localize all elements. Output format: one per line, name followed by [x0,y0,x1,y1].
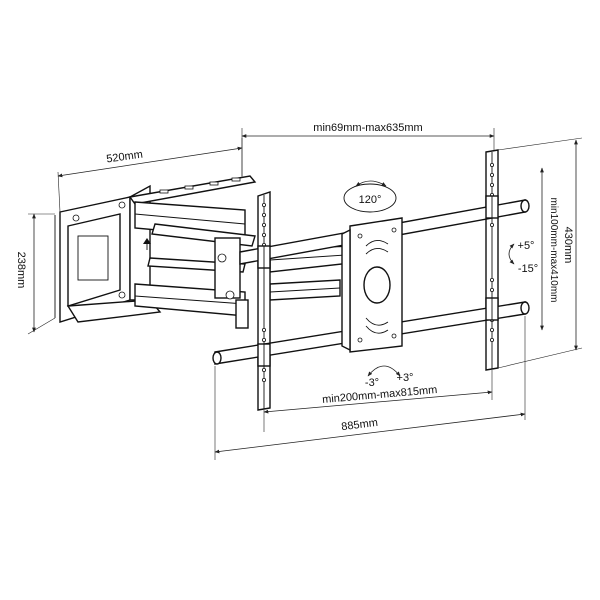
tv-strap-right-front [485,195,499,321]
label-swivel: 120° [359,194,382,206]
tv-strap-right [485,149,499,371]
label-total-width: 885mm [341,417,379,433]
swivel-indicator [343,180,397,213]
arm-lower-front [269,279,341,301]
label-tilt-up: +5° [518,240,535,252]
wall-rail-top [128,175,257,205]
dim-tv-bracket-height [497,137,583,369]
label-vesa-vertical: min100mm-max410mm [548,197,559,302]
label-tilt-down: -15° [518,263,538,275]
tilt-indicator [508,243,515,265]
label-wall-plate-width: 520mm [106,149,144,166]
dim-wall-plate-height [27,213,56,335]
tv-strap-left [257,191,271,411]
tv-strap-left-front [257,245,271,367]
label-rotate-right: +3° [397,372,414,384]
up-arrow-icon [143,238,151,250]
label-extension: min69mm-max635mm [313,122,422,134]
dim-extension [241,128,495,176]
label-wall-plate-height: 238mm [15,252,27,289]
rotate-indicator [367,365,401,377]
label-tv-bracket-height: 430mm [562,227,574,264]
label-rotate-left: -3° [365,377,379,389]
dim-total-width [214,316,526,460]
label-vesa-horizontal: min200mm-max815mm [322,384,438,406]
tv-mount-plate [341,217,403,353]
middle-pivot [214,237,249,329]
